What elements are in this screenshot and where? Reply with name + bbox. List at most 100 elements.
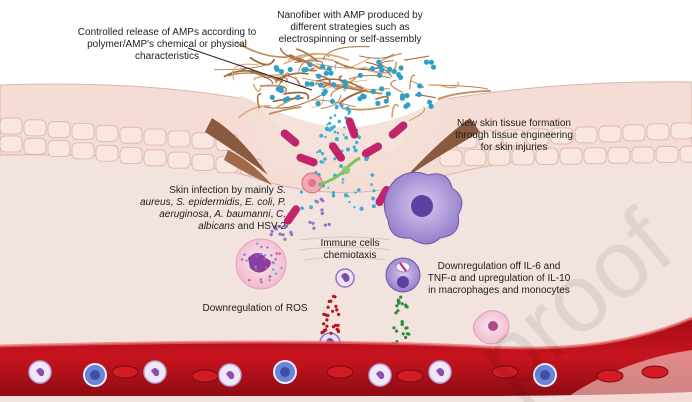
- amp-particle: [348, 200, 351, 204]
- fiber-strand: [409, 74, 416, 90]
- amp-particle: [385, 91, 391, 97]
- keratinocyte: [23, 137, 47, 155]
- amp-particle: [416, 91, 422, 97]
- granule: [268, 275, 271, 279]
- granule: [248, 279, 251, 282]
- amp-particle: [319, 133, 324, 138]
- fiber-strand: [286, 54, 329, 71]
- fiber-strand: [404, 55, 430, 61]
- fiber-strand: [249, 56, 275, 66]
- granule: [240, 258, 244, 261]
- amp-particle: [331, 193, 336, 198]
- keratinocyte: [71, 142, 95, 160]
- keratinocyte: [71, 123, 95, 140]
- keratinocyte-layer: [0, 117, 692, 176]
- keratinocyte: [439, 149, 463, 167]
- amp-particle: [427, 99, 433, 105]
- amp-particle: [318, 149, 322, 153]
- pathogen-c-albicans: C. albicans: [198, 209, 286, 232]
- fiber-strand: [298, 57, 335, 73]
- amp-particle: [278, 69, 284, 75]
- blood-vessel: [0, 318, 692, 396]
- stream-dot: [336, 329, 341, 334]
- keratinocyte: [95, 144, 119, 162]
- amp-particle: [353, 206, 356, 209]
- fiber-strand: [252, 83, 262, 93]
- keratinocyte: [511, 148, 535, 166]
- amp-particle: [327, 186, 330, 189]
- amp-particle: [323, 70, 329, 76]
- callout-pointer: [187, 47, 313, 91]
- amp-particle: [304, 81, 310, 87]
- fiber-strand: [308, 67, 318, 72]
- amp-particle: [371, 196, 376, 201]
- red-blood-cell: [326, 365, 354, 379]
- macrophage-nucleus: [411, 195, 433, 217]
- stream-dot: [324, 328, 328, 332]
- amp-particle: [307, 62, 313, 68]
- fiber-strand: [296, 48, 319, 63]
- stream-dot: [320, 331, 324, 335]
- amp-particle: [357, 72, 363, 78]
- stream-dot: [270, 229, 274, 233]
- amp-particle: [322, 89, 328, 95]
- keratinocyte: [655, 146, 679, 163]
- amp-particle: [309, 205, 314, 210]
- stream-dot: [320, 211, 324, 216]
- monocyte-nucleus: [397, 276, 409, 288]
- keratinocyte: [574, 126, 598, 144]
- granule: [274, 272, 278, 275]
- stream-dot: [278, 224, 282, 229]
- fiber-strand: [283, 91, 310, 100]
- fiber-strand: [381, 60, 394, 69]
- stream-dot: [405, 326, 409, 330]
- amp-particle: [316, 73, 322, 79]
- amp-particle: [347, 106, 350, 109]
- amp-particle: [329, 98, 335, 104]
- stream-dot: [337, 312, 341, 316]
- stream-dot: [397, 301, 401, 305]
- lymphocyte-nucleus: [90, 370, 100, 380]
- stream-dot: [319, 197, 323, 201]
- fiber-strand: [391, 103, 400, 118]
- leukocyte-nucleus: [151, 368, 160, 377]
- stream-dot: [326, 305, 330, 309]
- fiber-strand: [256, 93, 262, 109]
- amp-particle: [331, 82, 337, 88]
- granule: [255, 268, 258, 271]
- amp-particle: [333, 130, 337, 134]
- amp-particle: [333, 114, 337, 117]
- amp-particle: [331, 191, 336, 195]
- amp-particle: [417, 83, 423, 89]
- stream-dot: [274, 227, 278, 231]
- stream-dot: [405, 332, 410, 336]
- keratinocyte: [167, 130, 191, 148]
- label-new-skin: New skin tissue formation through tissue…: [455, 118, 573, 153]
- keratinocyte: [143, 149, 167, 167]
- stream-dot: [320, 208, 324, 212]
- amp-particle: [423, 59, 430, 65]
- red-blood-cell: [111, 365, 139, 379]
- macrophage-pink-nucleus: [488, 321, 498, 331]
- bacterium: [280, 129, 300, 147]
- amp-particle: [334, 137, 339, 142]
- amp-particles: [269, 59, 437, 216]
- keratinocyte: [478, 130, 502, 148]
- leukocyte-nucleus: [376, 371, 385, 380]
- amp-particle: [369, 66, 376, 72]
- amp-particle: [334, 104, 339, 109]
- keratinocyte: [463, 149, 487, 167]
- amp-particle: [375, 100, 381, 106]
- bacterium: [345, 117, 359, 139]
- amp-particle: [315, 151, 319, 154]
- amp-particle: [320, 152, 325, 156]
- amp-particle: [430, 64, 437, 70]
- keratinocyte: [559, 147, 583, 165]
- amp-particle: [377, 63, 383, 69]
- amp-particle: [314, 170, 318, 174]
- keratinocyte: [679, 145, 692, 163]
- amp-particle: [371, 204, 376, 209]
- amp-particle: [398, 65, 404, 71]
- keratinocyte: [607, 146, 631, 164]
